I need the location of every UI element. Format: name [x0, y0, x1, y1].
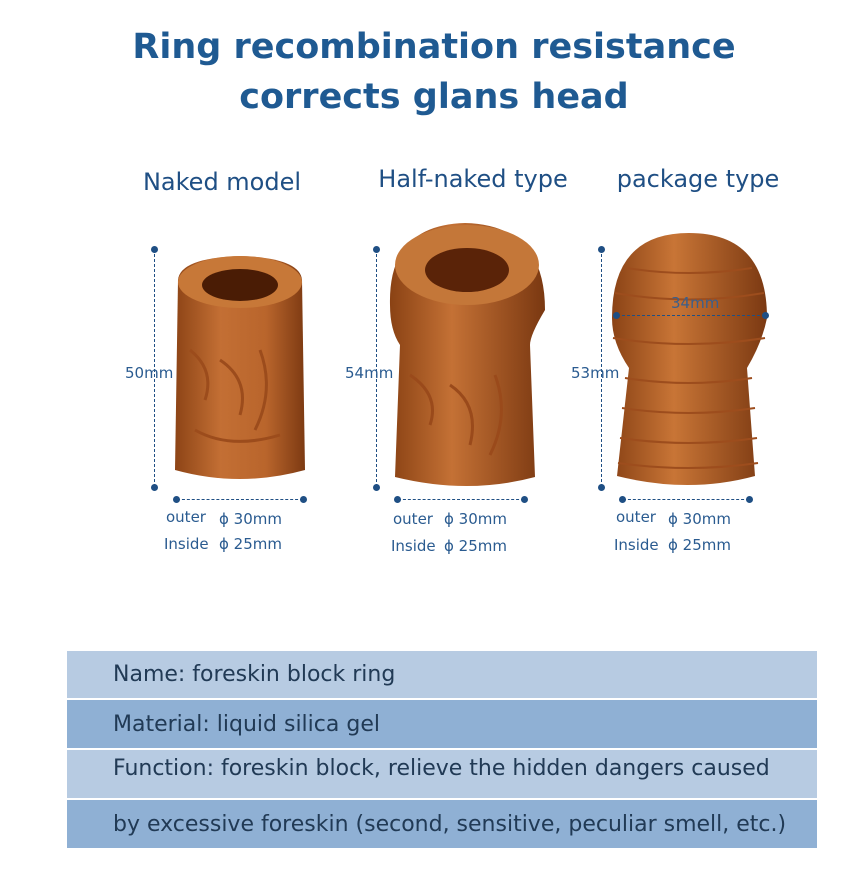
package-outer-dim: ϕ 30mm [668, 510, 731, 528]
package-width-line [623, 499, 749, 500]
package-type-image [612, 233, 767, 485]
spec-function-text: Function: foreskin block, relieve the hi… [113, 756, 770, 781]
half-outer-label: outer [393, 510, 433, 528]
spec-function-cont-text: by excessive foreskin (second, sensitive… [113, 811, 787, 837]
dim-dot [173, 496, 180, 503]
spec-name-text: Name: foreskin block ring [113, 662, 396, 687]
dim-dot [300, 496, 307, 503]
spec-row-function-cont: by excessive foreskin (second, sensitive… [67, 800, 817, 848]
naked-model-label: Naked model [142, 168, 302, 196]
spec-row-function: Function: foreskin block, relieve the hi… [67, 750, 817, 798]
half-outer-dim: ϕ 30mm [444, 510, 507, 528]
package-inside-dim: ϕ 25mm [668, 536, 731, 554]
dim-dot [762, 312, 769, 319]
package-inside-label: Inside [614, 536, 659, 554]
package-height-line [601, 249, 602, 487]
package-outer-label: outer [616, 508, 656, 526]
dim-dot [613, 312, 620, 319]
dim-dot [151, 484, 158, 491]
half-inside-dim: ϕ 25mm [444, 537, 507, 555]
package-type-label: package type [616, 165, 780, 193]
dim-dot [373, 484, 380, 491]
naked-outer-label: outer [166, 508, 206, 526]
dim-dot [598, 246, 605, 253]
naked-height-dim: 50mm [125, 364, 174, 382]
half-width-line [398, 499, 524, 500]
dim-dot [619, 496, 626, 503]
dim-dot [746, 496, 753, 503]
package-height-dim: 53mm [571, 364, 620, 382]
naked-height-line [154, 249, 155, 487]
naked-model-image [175, 256, 305, 479]
half-naked-image [389, 223, 545, 486]
package-top-width-line [617, 315, 765, 316]
dim-dot [394, 496, 401, 503]
naked-inside-label: Inside [164, 535, 209, 553]
half-height-dim: 54mm [345, 364, 394, 382]
dim-dot [598, 484, 605, 491]
spec-row-name: Name: foreskin block ring [67, 651, 817, 698]
half-height-line [376, 249, 377, 487]
dim-dot [373, 246, 380, 253]
half-inside-label: Inside [391, 537, 436, 555]
package-top-width-dim: 34mm [671, 294, 720, 312]
half-naked-label: Half-naked type [378, 165, 568, 193]
page-title-line1: Ring recombination resistance [132, 27, 736, 67]
spec-row-material: Material: liquid silica gel [67, 700, 817, 748]
spec-material-text: Material: liquid silica gel [113, 711, 380, 737]
page-title-line2: corrects glans head [239, 77, 629, 117]
dim-dot [151, 246, 158, 253]
dim-dot [521, 496, 528, 503]
naked-width-line [177, 499, 303, 500]
naked-outer-dim: ϕ 30mm [219, 510, 282, 528]
naked-inside-dim: ϕ 25mm [219, 535, 282, 553]
